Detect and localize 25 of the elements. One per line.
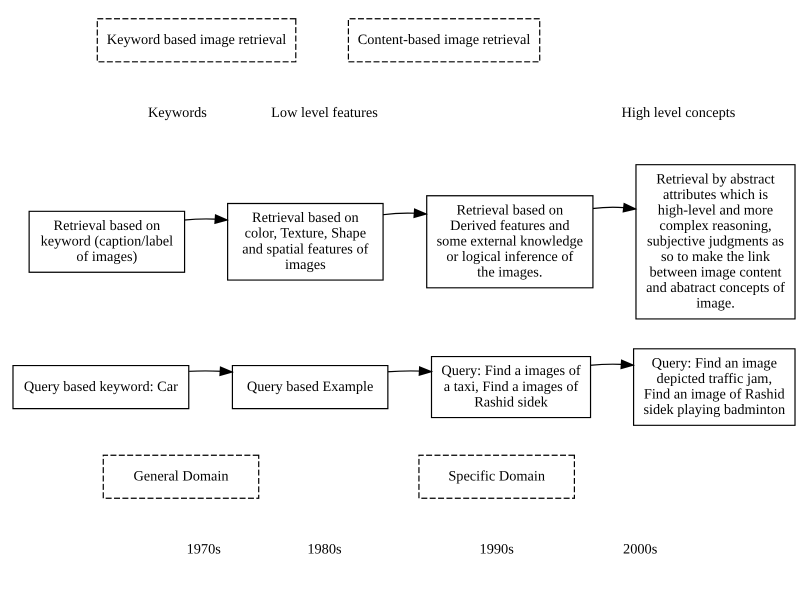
arrow (590, 359, 636, 370)
node-box: Keyword based image retrieval (96, 18, 296, 62)
node-box: Query based keyword: Car (12, 364, 190, 410)
label: High level concepts (622, 104, 736, 121)
node-box: Query based Example (232, 364, 388, 410)
label: 1970s (186, 541, 221, 558)
label: Keywords (148, 104, 207, 121)
node-box: Specific Domain (418, 454, 575, 499)
node-box: Retrieval based on color, Texture, Shape and spatial features of images (227, 202, 384, 281)
node-box: General Domain (102, 454, 260, 499)
label: Low level features (271, 104, 378, 121)
label: 1980s (307, 541, 342, 558)
arrow (184, 214, 229, 224)
arrow (388, 366, 434, 376)
arrow (383, 208, 428, 218)
arrow (189, 366, 234, 376)
node-box: Query: Find an image depicted traffic jam, Find an image of Rashid sidek playing badminton (632, 348, 796, 426)
label: 2000s (623, 541, 658, 558)
arrow (592, 202, 638, 213)
node-box: Retrieval based on Derived features and some external knowledge or logical inference of the images. (426, 195, 594, 288)
node-box: Query: Find a images of a taxi, Find a images of Rashid sidek (430, 356, 592, 418)
node-box: Retrieval by abstract attributes which is high-level and more complex reasoning, subjective judgments as so to make the link between image content and abatract concepts of image. (635, 164, 796, 320)
node-box: Retrieval based on keyword (caption/label of images) (28, 210, 186, 273)
label: 1990s (480, 541, 514, 558)
node-box: Content-based image retrieval (348, 18, 540, 62)
